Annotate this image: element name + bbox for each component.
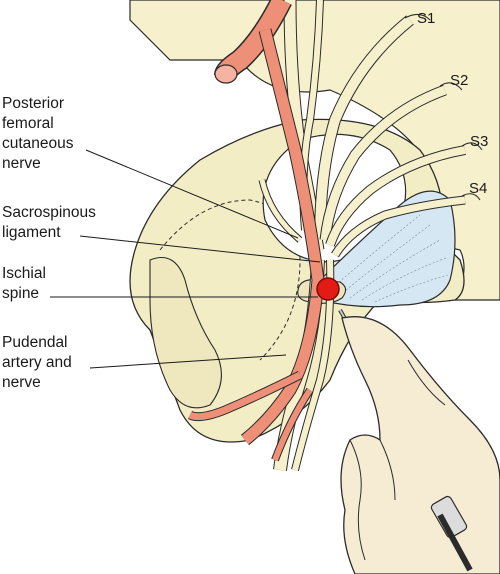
root-label-s4: S4: [469, 180, 488, 197]
label-pudendal-artery-and-nerve: Pudendal artery and nerve: [2, 334, 72, 391]
sacrospinous-ligament: [309, 190, 456, 308]
label-sacrospinous-ligament: Sacrospinous ligament: [2, 204, 96, 241]
hand: [340, 316, 500, 574]
root-label-s3: S3: [470, 133, 489, 150]
root-label-s2: S2: [450, 72, 469, 89]
label-ischial-spine: Ischial spine: [2, 265, 46, 302]
root-curls: [404, 14, 483, 201]
obturator-region: [149, 256, 222, 409]
leader-lines: [50, 149, 321, 369]
needle-hub: [430, 495, 468, 539]
artery-cut-end: [214, 64, 238, 84]
root-label-s1: S1: [417, 10, 436, 27]
label-posterior-femoral-cutaneous-nerve: Posterior femoral cutaneous nerve: [2, 95, 74, 172]
hand-with-needle: [338, 309, 500, 574]
target-marker: [316, 277, 340, 301]
background-tissue: [129, 0, 500, 301]
